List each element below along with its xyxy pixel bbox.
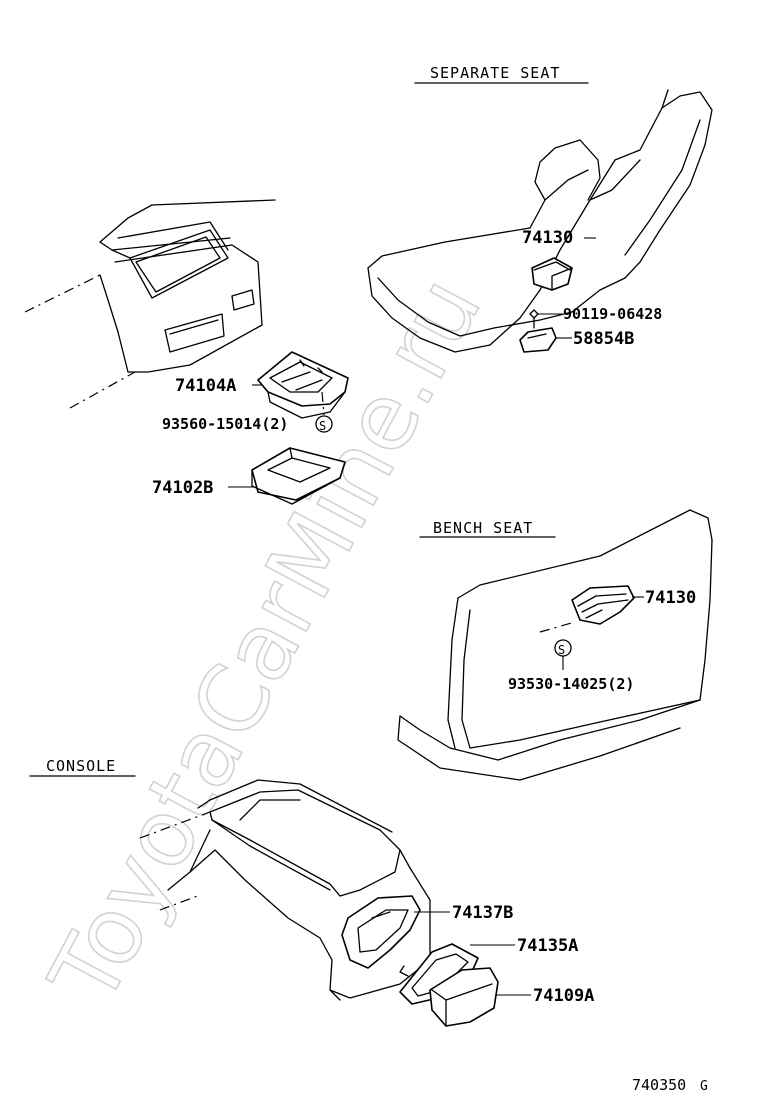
bench-seat-drawing [397, 509, 713, 781]
label-74137b: 74137B [452, 903, 513, 923]
screw-symbol-label: S [319, 419, 326, 433]
label-74135a: 74135A [517, 936, 578, 956]
label-58854b: 58854B [573, 329, 634, 349]
separate-seat-drawing [367, 89, 713, 353]
part-74104a-drawing [257, 351, 349, 419]
section-title-console: CONSOLE [46, 757, 116, 775]
diagram-code: 740350 [632, 1076, 686, 1094]
label-74130-bench: 74130 [645, 588, 696, 608]
label-74104a: 74104A [175, 376, 236, 396]
console-drawing [139, 779, 499, 1027]
label-93530-14025: 93530-14025(2) [508, 675, 634, 693]
section-title-bench-seat: BENCH SEAT [433, 519, 533, 537]
label-74102b: 74102B [152, 478, 213, 498]
label-93560-15014: 93560-15014(2) [162, 415, 288, 433]
screw-symbol-icon [315, 415, 333, 433]
dashboard-drawing [24, 199, 276, 409]
section-title-separate-seat: SEPARATE SEAT [430, 64, 560, 82]
label-90119-06428: 90119-06428 [563, 305, 662, 323]
part-74102b-drawing [251, 447, 346, 505]
label-74109a: 74109A [533, 986, 594, 1006]
diagram-code-suffix: G [700, 1079, 708, 1094]
label-74130-separate: 74130 [522, 228, 573, 248]
screw-symbol-label-bench: S [558, 643, 565, 657]
